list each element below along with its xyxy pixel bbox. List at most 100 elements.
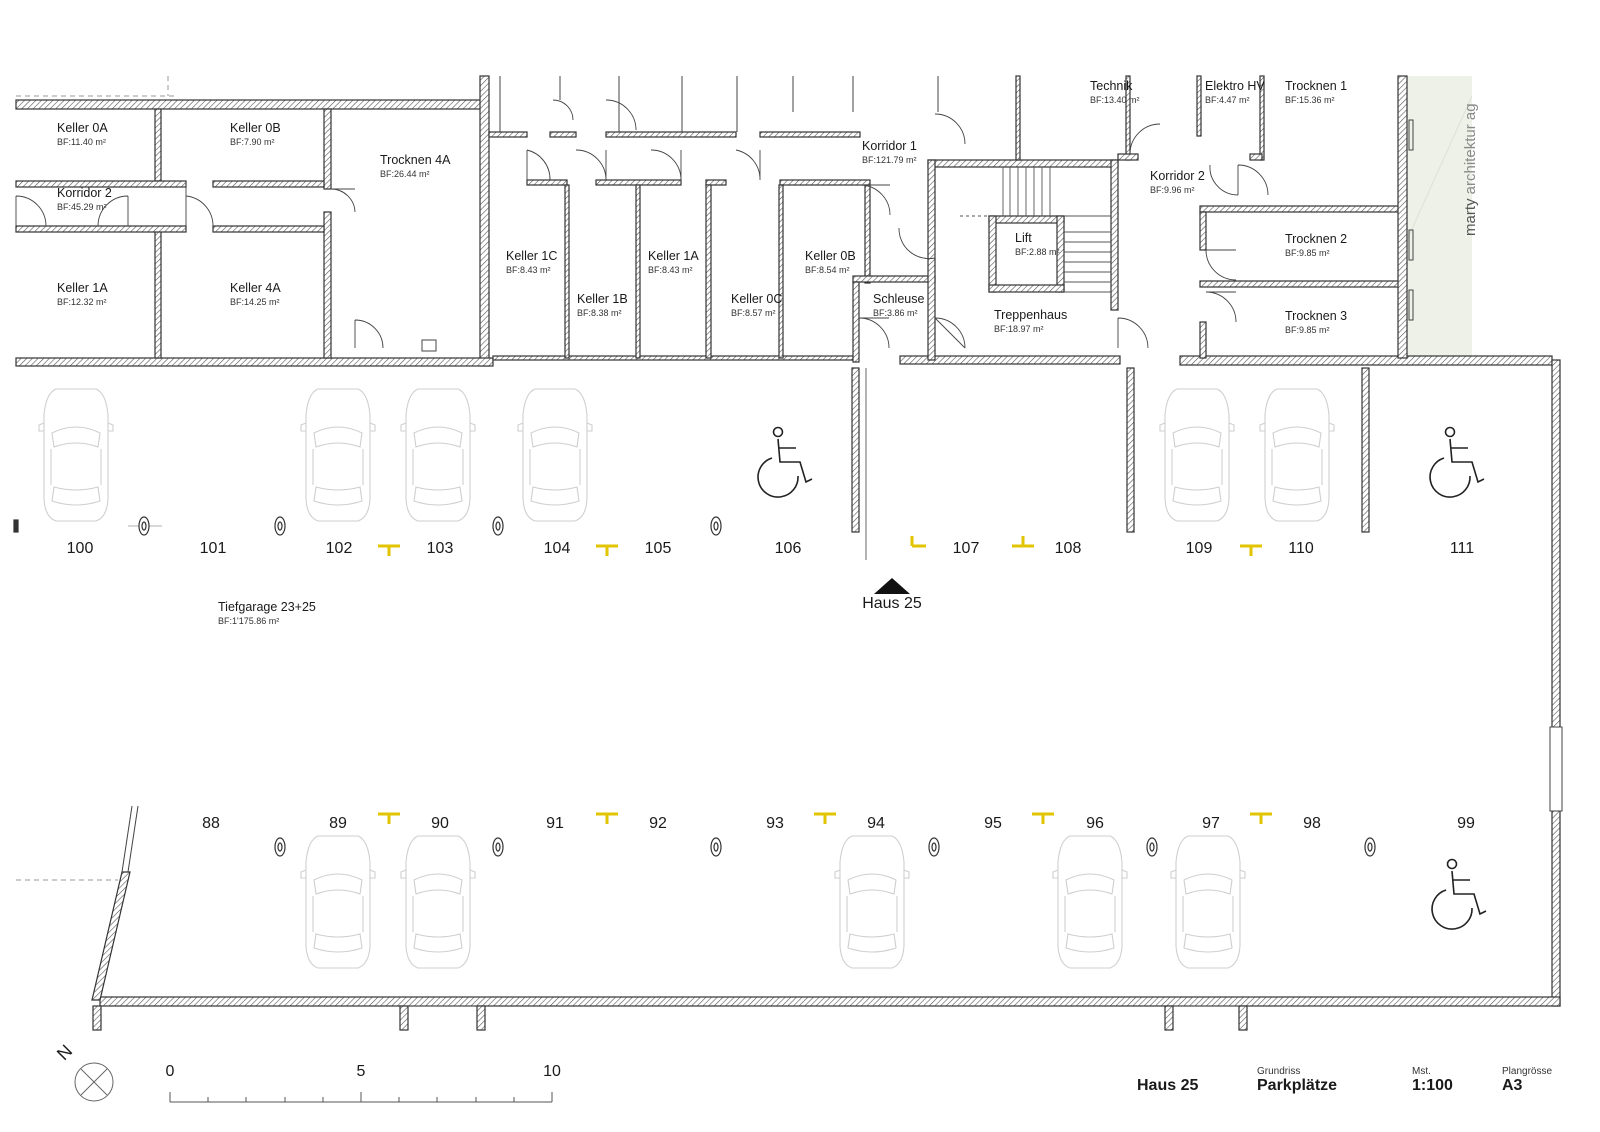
parking-number: 92 — [649, 815, 667, 832]
parking-numbers-top: 100 101 102 103 104 105 106 107 108 109 … — [67, 540, 1475, 557]
column-icon — [492, 837, 504, 857]
room-label: Trocknen 1BF:15.36 m² — [1285, 79, 1347, 105]
svg-text:BF:9.96 m²: BF:9.96 m² — [1150, 185, 1195, 195]
car-icon — [1159, 388, 1235, 522]
column-icon — [710, 837, 722, 857]
room-label: Trocknen 2BF:9.85 m² — [1285, 232, 1347, 258]
parking-number: 107 — [953, 540, 980, 557]
car-icon — [400, 835, 476, 969]
svg-text:BF:12.32 m²: BF:12.32 m² — [57, 297, 107, 307]
column-icon — [492, 516, 504, 536]
svg-text:BF:11.40 m²: BF:11.40 m² — [57, 137, 106, 147]
wheelchair-icon — [1431, 858, 1487, 930]
svg-text:BF:3.86 m²: BF:3.86 m² — [873, 308, 918, 318]
scale-value: 1:100 — [1412, 1077, 1453, 1094]
svg-text:Tiefgarage 23+25: Tiefgarage 23+25 — [218, 600, 316, 614]
svg-text:BF:45.29 m²: BF:45.29 m² — [57, 202, 107, 212]
room-labels: Keller 0A BF:11.40 m² Keller 0B BF:7.90 m²… — [57, 79, 1347, 626]
car-icon — [1259, 388, 1335, 522]
parking-number: 88 — [202, 815, 220, 832]
room-label: Korridor 2 BF:45.29 m² — [57, 186, 112, 212]
svg-text:BF:8.38 m²: BF:8.38 m² — [577, 308, 622, 318]
room-label: Keller 4A BF:14.25 m² — [230, 281, 281, 307]
svg-text:Lift: Lift — [1015, 231, 1032, 245]
parking-numbers-bottom: 88 89 90 91 92 93 94 95 96 97 98 99 — [202, 815, 1475, 832]
svg-text:BF:8.54 m²: BF:8.54 m² — [805, 265, 850, 275]
svg-text:Keller 0B: Keller 0B — [230, 121, 281, 135]
svg-text:Keller 0A: Keller 0A — [57, 121, 108, 135]
column-icon — [928, 837, 940, 857]
svg-text:Keller 0C: Keller 0C — [731, 292, 782, 306]
parking-number: 102 — [326, 540, 353, 557]
parking-number: 89 — [329, 815, 347, 832]
svg-text:BF:7.90 m²: BF:7.90 m² — [230, 137, 275, 147]
svg-text:Korridor 1: Korridor 1 — [862, 139, 917, 153]
sheet-size-caption: Plangrösse — [1502, 1066, 1553, 1077]
parking-number: 106 — [775, 540, 802, 557]
room-label: Korridor 1BF:121.79 m² — [862, 139, 917, 165]
svg-text:Keller 1C: Keller 1C — [506, 249, 557, 263]
column-icons — [13, 516, 1376, 857]
car-icon — [300, 388, 376, 522]
svg-text:Keller 0B: Keller 0B — [805, 249, 856, 263]
scale-bar — [169, 1092, 553, 1103]
plan-type: Parkplätze — [1257, 1077, 1338, 1094]
svg-text:Korridor 2: Korridor 2 — [57, 186, 112, 200]
svg-text:BF:26.44 m²: BF:26.44 m² — [380, 169, 430, 179]
room-label: Keller 0B BF:7.90 m² — [230, 121, 281, 147]
parking-number: 96 — [1086, 815, 1104, 832]
car-icon — [834, 835, 910, 969]
car-icon — [300, 835, 376, 969]
column-icon — [1146, 837, 1158, 857]
parking-number: 98 — [1303, 815, 1321, 832]
parking-number: 111 — [1450, 540, 1474, 557]
parking-number: 90 — [431, 815, 449, 832]
column-icon — [274, 837, 286, 857]
car-icon — [1052, 835, 1128, 969]
scale-tick-label: 10 — [543, 1063, 561, 1080]
parking-number: 94 — [867, 815, 885, 832]
room-label: Keller 0A BF:11.40 m² — [57, 121, 108, 147]
scale-tick-label: 5 — [357, 1063, 366, 1080]
car-icon — [1170, 835, 1246, 969]
car-icons — [38, 388, 1335, 969]
svg-text:Elektro HV: Elektro HV — [1205, 79, 1265, 93]
bay-markers — [378, 536, 1272, 824]
door-swings — [15, 99, 1269, 349]
column-icon — [710, 516, 722, 536]
svg-text:BF:4.47 m²: BF:4.47 m² — [1205, 95, 1250, 105]
scale-tick-label: 0 — [166, 1063, 175, 1080]
scale-caption: Mst. — [1412, 1066, 1431, 1077]
cellar-walls — [15, 75, 1553, 367]
parking-number: 91 — [546, 815, 564, 832]
svg-text:Trocknen 2: Trocknen 2 — [1285, 232, 1347, 246]
svg-text:BF:14.25 m²: BF:14.25 m² — [230, 297, 280, 307]
parking-number: 100 — [67, 540, 94, 557]
parking-number: 105 — [645, 540, 672, 557]
svg-text:BF:13.40 m²: BF:13.40 m² — [1090, 95, 1140, 105]
room-label: Keller 0B BF:8.54 m² — [805, 249, 856, 275]
parking-number: 110 — [1288, 540, 1314, 557]
svg-text:BF:15.36 m²: BF:15.36 m² — [1285, 95, 1335, 105]
parking-number: 93 — [766, 815, 784, 832]
parking-number: 104 — [544, 540, 571, 557]
column-icon — [274, 516, 286, 536]
cellar-partitions-north — [499, 76, 939, 132]
svg-text:BF:8.43 m²: BF:8.43 m² — [648, 265, 693, 275]
svg-text:BF:9.85 m²: BF:9.85 m² — [1285, 325, 1330, 335]
wheelchair-icon — [1429, 426, 1485, 498]
svg-text:Keller 1B: Keller 1B — [577, 292, 628, 306]
svg-text:BF:8.57 m²: BF:8.57 m² — [731, 308, 776, 318]
car-icon — [38, 388, 114, 522]
svg-text:Keller 4A: Keller 4A — [230, 281, 281, 295]
room-label: Elektro HV BF:4.47 m² — [1205, 79, 1265, 105]
garage-outline — [16, 359, 1563, 1031]
